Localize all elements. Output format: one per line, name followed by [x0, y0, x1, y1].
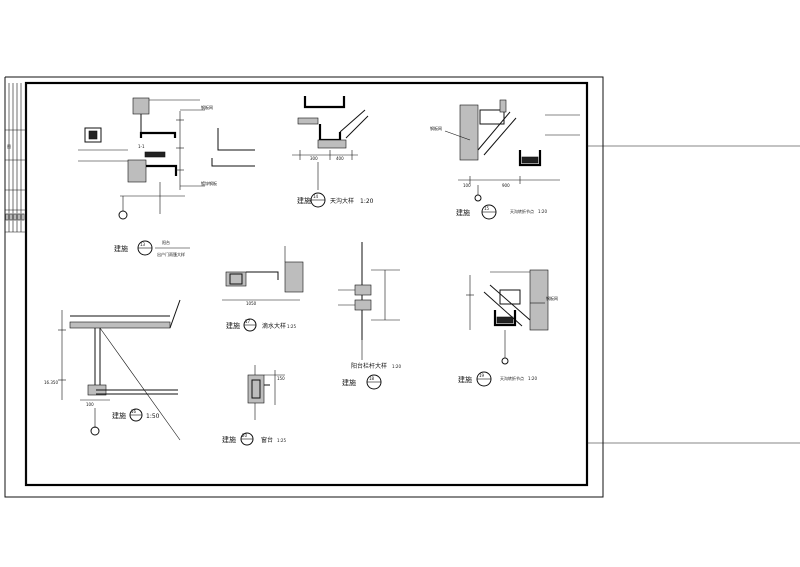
d8-number: 20: [242, 433, 248, 438]
d1-name-top: 阳台: [162, 239, 170, 245]
detail-d8: 150 建施 20 窗台 1:25: [222, 365, 286, 446]
detail-d5: 1050 建施 17 滴水大样 1:25: [222, 246, 304, 332]
d7-name: 天沟转折节点: [500, 375, 524, 381]
d6-name: 阳台栏杆大样: [351, 362, 387, 370]
detail-d1: 1-1 钢板网 镀锌钢板 建施 13 阳台 出户门雨篷大样: [78, 97, 255, 257]
d4-number: 16: [131, 409, 137, 414]
d8-prefix: 建施: [222, 435, 236, 444]
d7-number: 19: [479, 373, 485, 378]
d7-label: 钢板网: [546, 295, 558, 301]
detail-d6: 建施 18 阳台栏杆大样 1:20: [338, 242, 401, 390]
d6-prefix: 建施: [342, 378, 356, 387]
d2-prefix: 建施: [297, 196, 311, 205]
d2-number: 14: [313, 194, 319, 199]
d8-dim: 150: [277, 376, 285, 381]
d1-note-b: 镀锌钢板: [201, 180, 217, 186]
d1-prefix: 建施: [114, 244, 128, 253]
d5-number: 17: [245, 319, 251, 324]
d3-number: 15: [484, 206, 490, 211]
d4-elev: 16.350: [44, 380, 58, 385]
d1-note-a: 钢板网: [201, 104, 213, 110]
d4-scale: 1:50: [146, 413, 160, 420]
d5-prefix: 建施: [226, 321, 240, 330]
d5-dim: 1050: [246, 301, 257, 306]
d8-name: 窗台: [261, 436, 273, 444]
d3-name: 天沟转折节点: [510, 208, 534, 214]
d2-dim-a: 300: [310, 156, 318, 161]
d4-dim: 100: [86, 402, 94, 407]
d7-scale: 1:20: [528, 376, 537, 381]
title-strip: 图: [5, 83, 27, 485]
d3-dim-a: 900: [502, 183, 510, 188]
d7-prefix: 建施: [458, 375, 472, 384]
d3-scale: 1:20: [538, 209, 547, 214]
detail-d2: 300 400 建施 14 天沟大样 1:20: [292, 96, 374, 208]
d6-scale: 1:20: [392, 364, 401, 369]
d2-dim-b: 400: [336, 156, 344, 161]
d5-name: 滴水大样: [262, 322, 286, 330]
d2-name: 天沟大样: [330, 197, 354, 205]
d3-label: 钢板网: [430, 125, 442, 131]
detail-d4: 16.350 100 建施 16 1:50: [44, 299, 181, 441]
d3-dim-b: 100: [463, 183, 471, 188]
d3-prefix: 建施: [456, 208, 470, 217]
d6-number: 18: [369, 376, 375, 381]
stamp-glyph: 图: [7, 143, 11, 149]
d1-number: 13: [140, 242, 146, 247]
detail-d3: 900 100 钢板网 建施 15 天沟转折节点 1:20: [430, 99, 580, 220]
d8-scale: 1:25: [277, 438, 286, 443]
d1-dim: 1-1: [138, 144, 145, 149]
d2-scale: 1:20: [360, 198, 374, 205]
d5-scale: 1:25: [287, 324, 296, 329]
sheet-border: [4, 76, 800, 498]
detail-d7: 钢板网 建施 19 天沟转折节点 1:20: [458, 269, 558, 387]
d4-prefix: 建施: [112, 411, 126, 420]
d1-name-bottom: 出户门雨篷大样: [157, 251, 185, 257]
